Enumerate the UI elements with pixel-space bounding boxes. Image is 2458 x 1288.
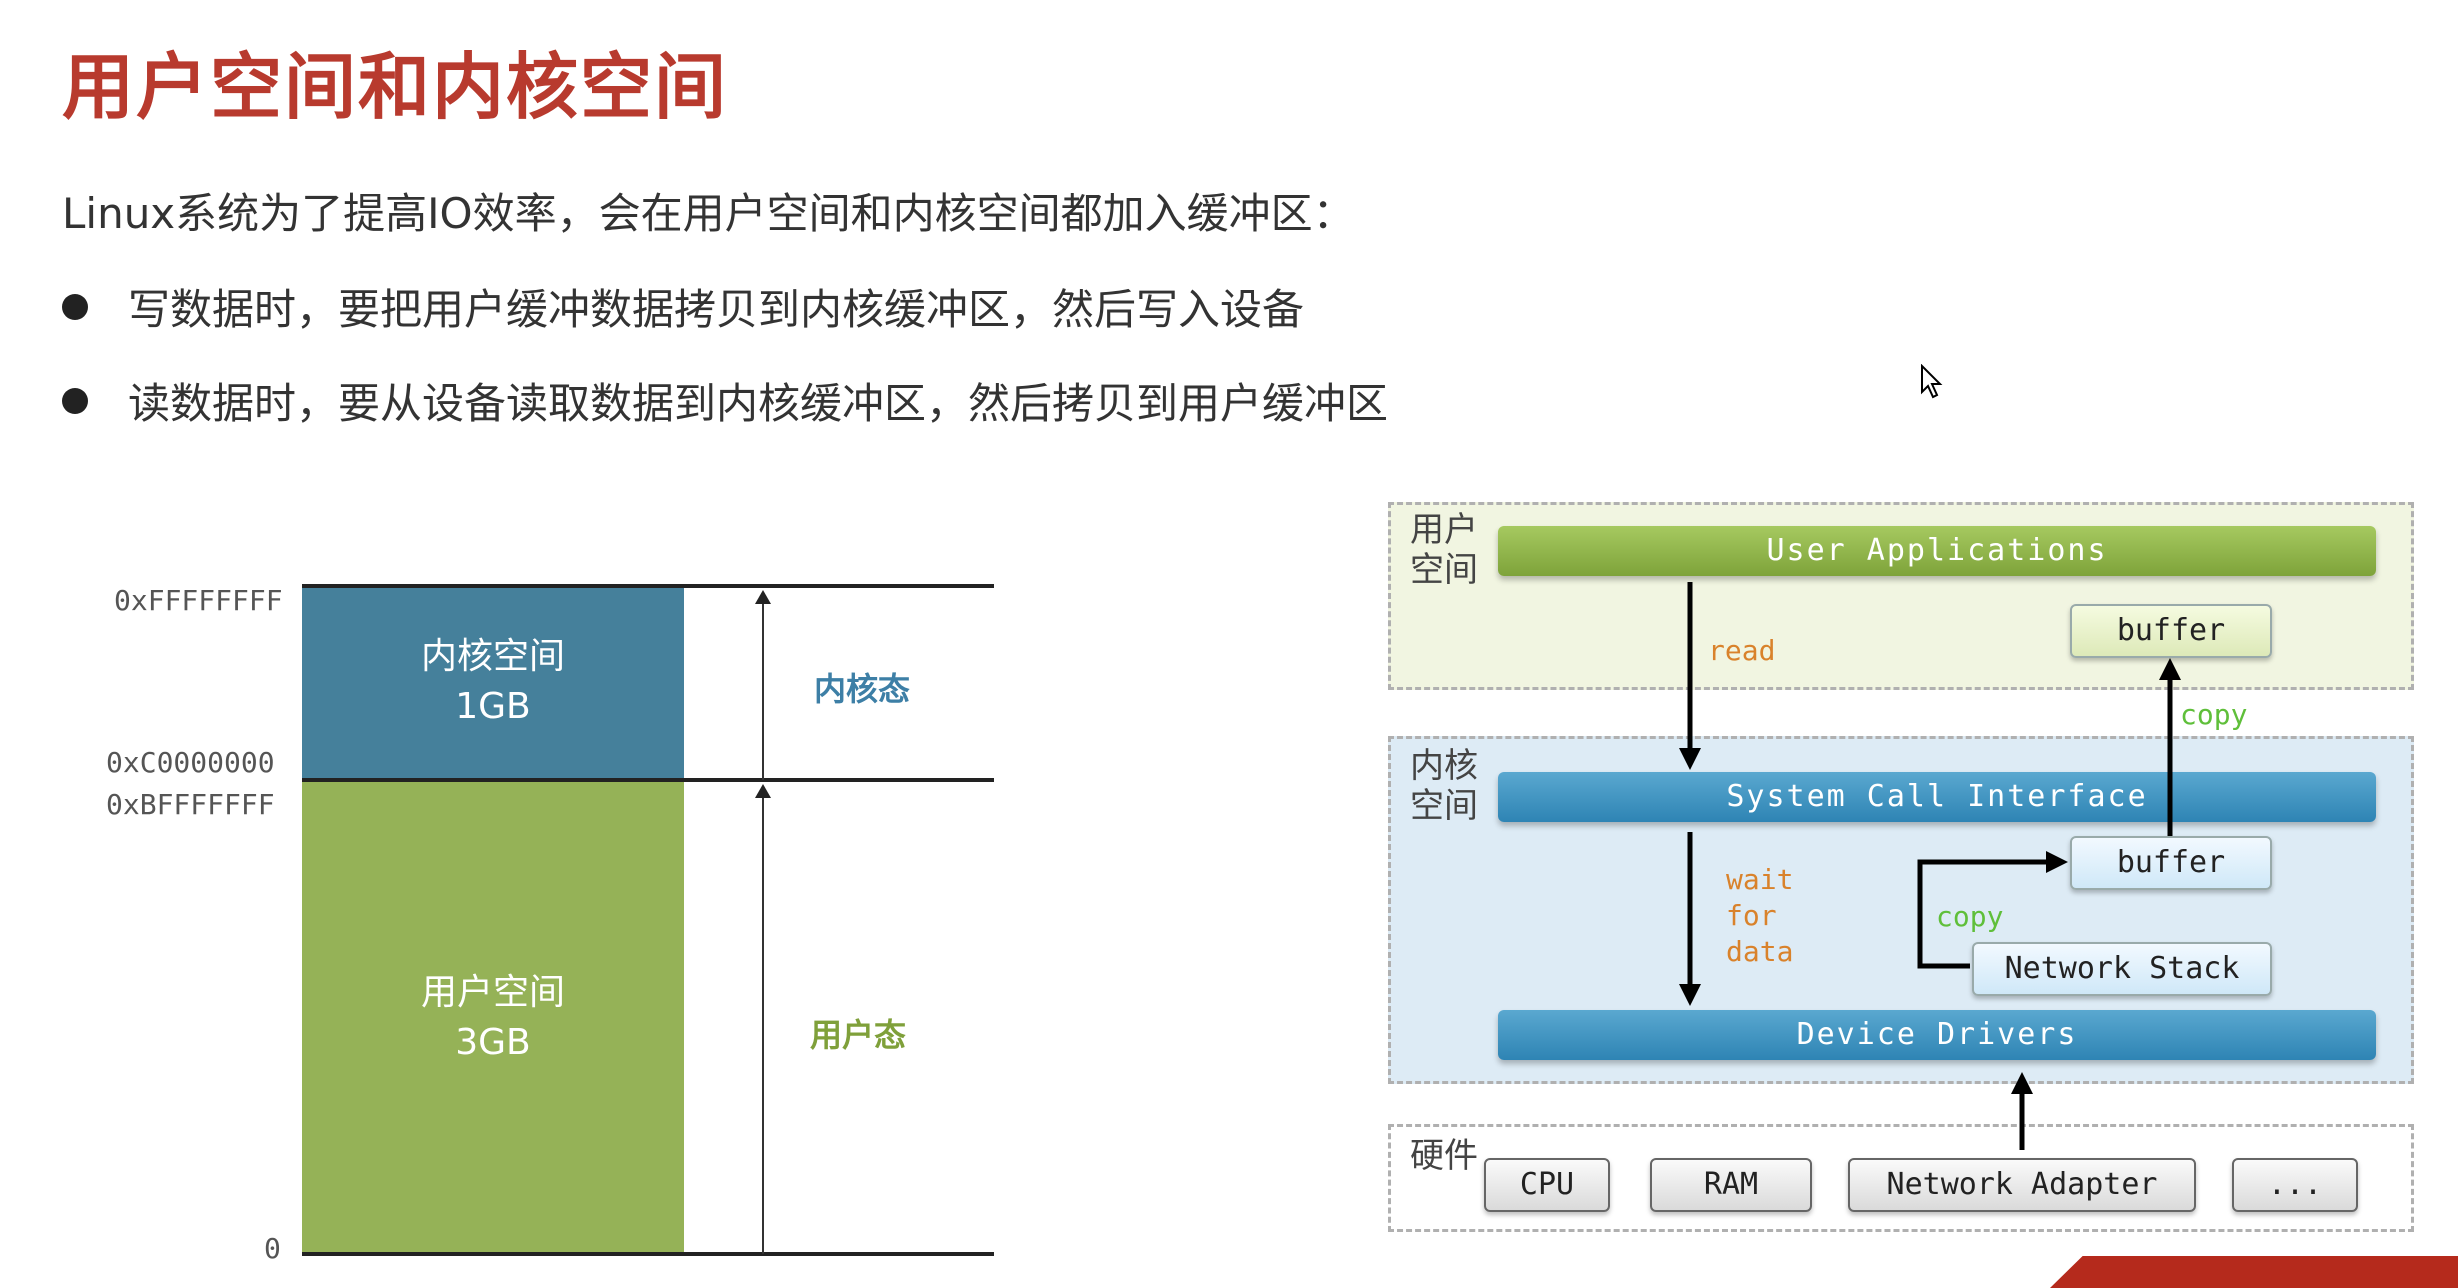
system-call-interface-bar: System Call Interface — [1498, 772, 2376, 822]
address-top: 0xFFFFFFFF — [114, 584, 283, 617]
intro-text: Linux系统为了提高IO效率，会在用户空间和内核空间都加入缓冲区： — [62, 189, 1355, 238]
bullet-write: 写数据时，要把用户缓冲数据拷贝到内核缓冲区，然后写入设备 — [62, 276, 1304, 337]
user-region-label-line1: 用户 — [1410, 510, 1478, 550]
top-boundary-line — [302, 584, 994, 588]
copy-up-note: copy — [2180, 698, 2248, 731]
user-region-label: 用户 空间 — [1410, 510, 1478, 590]
bullet-read: 读数据时，要从设备读取数据到内核缓冲区，然后拷贝到用户缓冲区 — [62, 370, 1388, 431]
bullet-dot-icon — [62, 293, 88, 320]
kernel-region-label: 内核 空间 — [1410, 746, 1478, 826]
network-stack-box: Network Stack — [1972, 942, 2272, 996]
kernel-region-label-line2: 空间 — [1410, 786, 1478, 826]
kernel-user-boundary-line — [302, 778, 994, 782]
bullet-read-text: 读数据时，要从设备读取数据到内核缓冲区，然后拷贝到用户缓冲区 — [128, 379, 1389, 428]
address-kernel-start: 0xC0000000 — [106, 746, 275, 779]
user-space-name: 用户空间 — [420, 972, 565, 1013]
wait-note-line2: for — [1726, 899, 1777, 932]
kernel-space-name: 内核空间 — [420, 636, 565, 677]
hardware-cpu-box: CPU — [1484, 1158, 1610, 1212]
bullet-write-text: 写数据时，要把用户缓冲数据拷贝到内核缓冲区，然后写入设备 — [128, 285, 1305, 334]
user-space-block: 用户空间 3GB — [302, 780, 684, 1254]
state-range-arrows — [755, 590, 771, 1254]
kernel-space-block: 内核空间 1GB — [302, 586, 684, 780]
user-applications-bar: User Applications — [1498, 526, 2376, 576]
mouse-cursor-icon — [1921, 364, 1943, 399]
user-state-label: 用户态 — [810, 1016, 907, 1054]
corner-watermark — [2050, 1256, 2458, 1288]
kernel-state-label: 内核态 — [814, 670, 911, 708]
wait-for-data-note: wait for data — [1726, 862, 1793, 970]
hardware-network-adapter-box: Network Adapter — [1848, 1158, 2196, 1212]
user-space-size: 3GB — [455, 1022, 531, 1063]
bottom-boundary-line — [302, 1252, 994, 1256]
address-user-end: 0xBFFFFFFF — [106, 788, 275, 821]
user-region-label-line2: 空间 — [1410, 550, 1478, 590]
address-zero: 0 — [264, 1232, 281, 1265]
kernel-buffer-box: buffer — [2070, 836, 2272, 890]
copy-note: copy — [1936, 900, 2004, 933]
user-buffer-box: buffer — [2070, 604, 2272, 658]
wait-note-line3: data — [1726, 935, 1794, 968]
hardware-region-label: 硬件 — [1410, 1136, 1478, 1176]
kernel-region-label-line1: 内核 — [1410, 746, 1478, 786]
hardware-more-box: ... — [2232, 1158, 2358, 1212]
wait-note-line1: wait — [1726, 863, 1794, 896]
kernel-space-size: 1GB — [455, 686, 531, 727]
bullet-dot-icon — [62, 387, 88, 414]
hardware-ram-box: RAM — [1650, 1158, 1812, 1212]
read-note: read — [1708, 634, 1776, 667]
page-title: 用户空间和内核空间 — [62, 45, 729, 129]
device-drivers-bar: Device Drivers — [1498, 1010, 2376, 1060]
